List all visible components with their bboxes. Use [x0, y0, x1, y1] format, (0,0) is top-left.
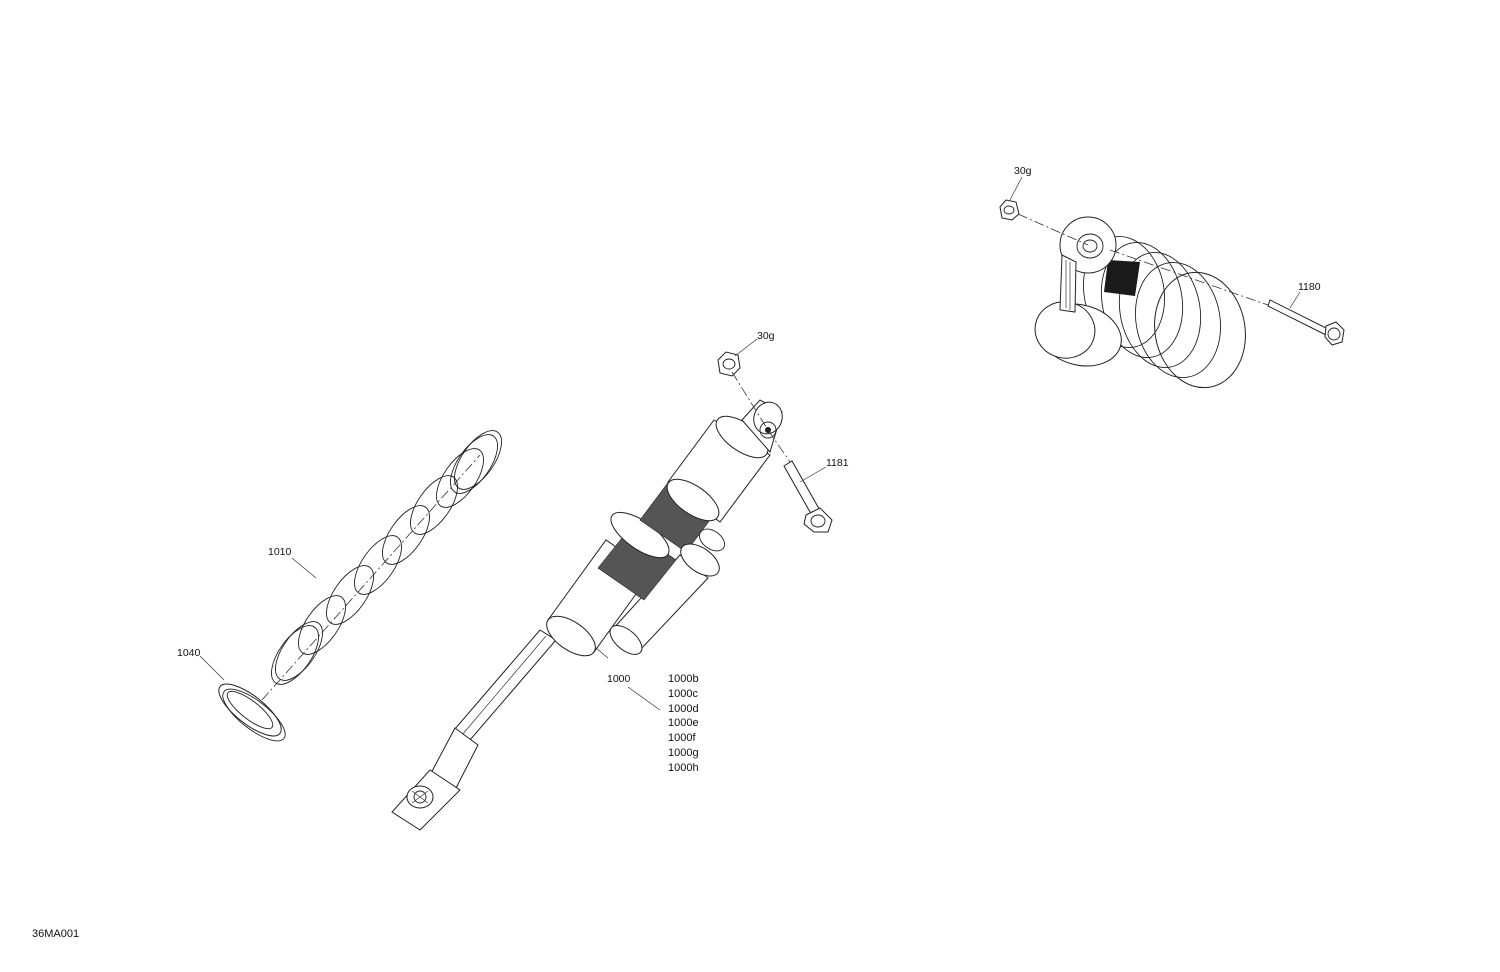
- callout-shock-1000: 1000: [607, 673, 631, 685]
- bolt-1180[interactable]: [1267, 299, 1345, 346]
- callout-seat-1040: 1040: [177, 647, 201, 659]
- callout-spring-1010: 1010: [268, 546, 292, 558]
- spring-seat-1040[interactable]: [211, 676, 292, 750]
- callout-nut-left: 30g: [757, 330, 775, 342]
- subpart-label: 1000b: [668, 673, 699, 685]
- subpart-label: 1000h: [668, 762, 699, 774]
- shock-absorber-1000[interactable]: [391, 398, 787, 831]
- figure-code: 36MA001: [32, 928, 79, 940]
- bolt-1181[interactable]: [783, 460, 833, 533]
- subpart-label: 1000f: [668, 732, 696, 744]
- nut-30g-right[interactable]: [999, 199, 1020, 221]
- callout-bolt-1180: 1180: [1298, 281, 1321, 293]
- shock-assembly-right[interactable]: [1029, 216, 1255, 395]
- coil-spring-1010[interactable]: [262, 423, 510, 692]
- callout-nut-right: 30g: [1014, 165, 1032, 177]
- callout-bolt-1181: 1181: [826, 457, 849, 469]
- subpart-label: 1000e: [668, 717, 699, 729]
- subpart-label: 1000g: [668, 747, 699, 759]
- subpart-label: 1000c: [668, 688, 698, 700]
- nut-30g-left[interactable]: [717, 351, 741, 377]
- subpart-label: 1000d: [668, 703, 699, 715]
